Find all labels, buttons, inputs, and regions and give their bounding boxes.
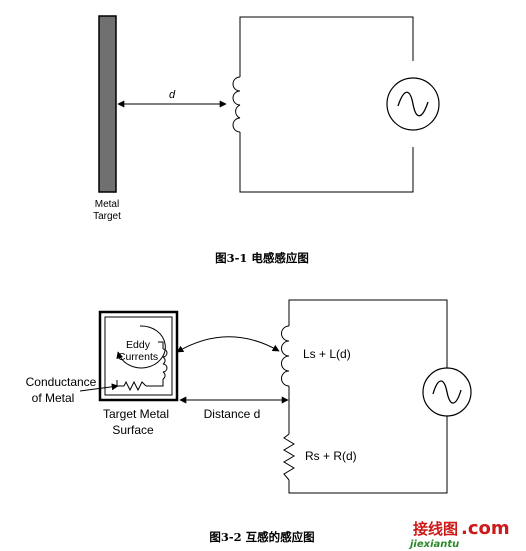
eddy-label-line2: Currents	[118, 351, 158, 363]
conductance-label-line1: Conductance	[26, 375, 97, 389]
distance-label: d	[169, 89, 176, 101]
surface-label-line1: Target Metal	[103, 407, 169, 421]
metal-target-plate	[98, 15, 117, 193]
figure-1-caption: 图3-1 电感感应图	[215, 251, 309, 265]
metal-target-label-line1: Metal	[95, 199, 119, 210]
sensor-coil	[281, 325, 290, 387]
ac-source-2	[422, 367, 472, 417]
conductance-label-line2: of Metal	[32, 391, 75, 405]
figure-2-caption: 图3-2 互感的感应图	[209, 530, 314, 544]
coupling-arrow	[176, 336, 280, 353]
figure-2: Eddy Currents Conductance of Metal Dista…	[26, 299, 472, 544]
eddy-current-loop	[116, 325, 166, 369]
ac-source-1	[386, 77, 440, 131]
metal-target-label-line2: Target	[93, 211, 121, 222]
eddy-label-line1: Eddy	[126, 339, 151, 351]
resistance-label: Rs + R(d)	[305, 449, 357, 463]
sense-circuit-wire	[239, 16, 414, 193]
sense-coil	[232, 76, 241, 133]
sensor-circuit-wire	[288, 299, 448, 494]
target-coil	[161, 348, 168, 380]
watermark-logo: 接线图 .com jiexiantu	[408, 518, 510, 550]
sensor-resistor	[283, 433, 295, 481]
target-surface-outer	[98, 310, 179, 402]
inductance-label: Ls + L(d)	[303, 347, 351, 361]
figure-1: d Metal Target 图3-1 电感感应图	[93, 15, 440, 265]
watermark-logo-suffix: .com	[461, 518, 510, 539]
watermark-url: jiexiantu	[408, 539, 459, 550]
conductance-pointer	[79, 383, 119, 392]
watermark-logo-text: 接线图	[413, 520, 458, 538]
target-resistor	[123, 380, 147, 392]
target-surface-inner	[104, 316, 173, 396]
surface-label-line2: Surface	[112, 423, 154, 437]
distance-d-label: Distance d	[204, 407, 261, 421]
